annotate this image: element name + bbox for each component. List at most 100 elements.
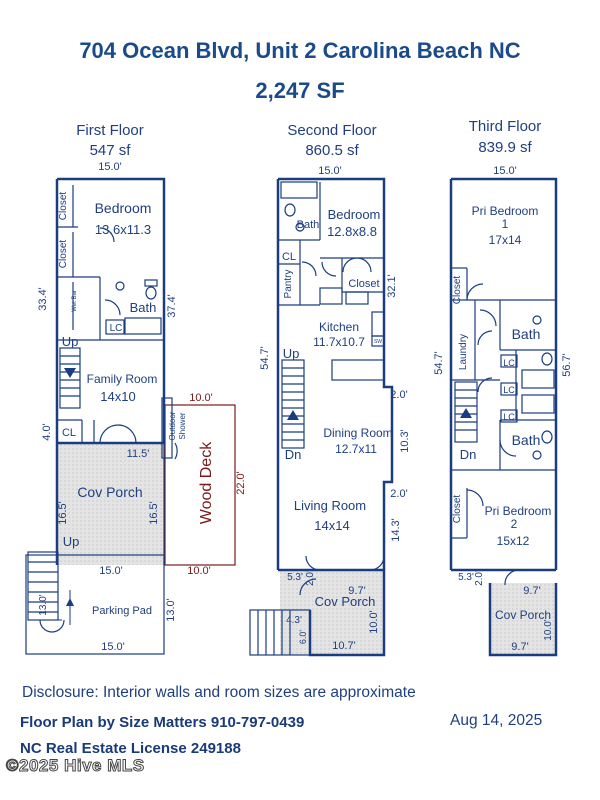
license-text: NC Real Estate License 249188	[20, 740, 241, 757]
third-closet-2: Closet	[452, 495, 463, 524]
second-cl: CL	[282, 251, 296, 263]
plan-date: Aug 14, 2025	[450, 712, 543, 729]
second-dim-2c: 2.0'	[305, 570, 316, 586]
first-dim-15b: 15.0'	[99, 565, 123, 577]
third-dim-97b: 9.7'	[511, 641, 528, 653]
pri-bedroom-2-num: 2	[511, 517, 518, 531]
third-top-width: 15.0'	[493, 165, 517, 177]
third-lc-3: LC	[503, 412, 515, 422]
third-lc-1: LC	[503, 358, 515, 368]
deck-dim-right: 22.0'	[235, 471, 247, 495]
kitchen-dim: 11.7x10.7	[313, 335, 365, 349]
first-dim-115: 11.5'	[127, 448, 150, 460]
second-dim-97: 9.7'	[348, 585, 365, 597]
second-dim-547: 54.7'	[259, 346, 271, 370]
first-wet-bar: Wet Bar	[72, 290, 78, 312]
second-floor-plan: 15.0' Bath Bedroom 12.8x8.8 CL Pantry Cl…	[249, 165, 411, 657]
second-bedroom-dim: 12.8x8.8	[327, 224, 377, 239]
deck-dim-bottom: 10.0'	[187, 565, 211, 577]
total-area: 2,247 SF	[255, 78, 345, 103]
third-dim-100: 10.0'	[543, 619, 554, 640]
pri-bedroom-1-label: Pri Bedroom	[472, 204, 539, 218]
dining-dim: 12.7x11	[335, 442, 377, 456]
first-porch-label: Cov Porch	[77, 484, 142, 500]
first-bath-label: Bath	[130, 300, 157, 315]
first-shower: Shower	[178, 412, 187, 439]
listing-title: 704 Ocean Blvd, Unit 2 Carolina Beach NC	[79, 38, 521, 63]
second-dim-2b: 2.0'	[390, 488, 407, 500]
second-dim-53: 5.3'	[287, 572, 303, 583]
floorplan-credit: Floor Plan by Size Matters 910-797-0439	[20, 714, 305, 731]
first-family-dim: 14x10	[100, 389, 135, 404]
third-dim-547: 54.7'	[433, 351, 445, 375]
first-bedroom-dim: 13.6x11.3	[95, 222, 151, 237]
dining-label: Dining Room	[323, 426, 392, 440]
living-label: Living Room	[294, 498, 366, 513]
third-dim-567: 56.7'	[561, 353, 573, 377]
third-floor-plan: 15.0' Pri Bedroom 1 17x14 Closet Bath 54…	[433, 165, 573, 657]
pri-bedroom-2-label: Pri Bedroom	[485, 504, 552, 518]
first-dim-right: 37.4'	[166, 294, 178, 318]
disclosure-text: Disclosure: Interior walls and room size…	[22, 684, 416, 701]
second-bath: Bath	[297, 219, 320, 231]
first-bedroom-label: Bedroom	[95, 200, 152, 216]
second-porch-label: Cov Porch	[315, 594, 376, 609]
second-floor-label: Second Floor	[287, 122, 376, 139]
third-lc-2: LC	[503, 385, 515, 395]
first-dim-165a: 16.5'	[57, 501, 69, 525]
first-dim-4: 4.0'	[41, 423, 53, 440]
first-dim-left: 33.4'	[37, 287, 49, 311]
third-bath-1: Bath	[512, 326, 541, 342]
first-floor-sf: 547 sf	[90, 142, 132, 159]
second-dim-2a: 2.0'	[390, 389, 407, 401]
second-dim-321: 32.1'	[386, 274, 398, 298]
first-bottom-width: 15.0'	[101, 641, 125, 653]
second-sw: SW	[374, 339, 382, 345]
copyright-watermark: ©2025 Hive MLS	[6, 756, 145, 776]
kitchen-label: Kitchen	[319, 320, 359, 334]
second-dim-143: 14.3'	[390, 518, 402, 542]
second-bedroom-label: Bedroom	[328, 207, 381, 222]
first-up-2: Up	[63, 534, 80, 549]
third-porch-label: Cov Porch	[495, 608, 551, 622]
first-outdoor: Outdoor	[168, 411, 177, 440]
second-dim-100: 10.0'	[368, 610, 380, 634]
parking-pad-label: Parking Pad	[92, 605, 152, 617]
third-closet-1: Closet	[452, 276, 463, 305]
living-dim: 14x14	[314, 518, 349, 533]
second-dn: Dn	[285, 447, 302, 462]
first-top-width: 15.0'	[98, 161, 122, 173]
first-closet-2: Closet	[58, 240, 69, 269]
pri-bedroom-2-dim: 15x12	[497, 534, 530, 548]
deck-dim-top: 10.0'	[189, 392, 213, 404]
first-floor-label: First Floor	[76, 122, 144, 139]
third-dim-2: 2.0'	[474, 570, 485, 586]
third-bath-2: Bath	[512, 432, 541, 448]
pri-bedroom-1-num: 1	[502, 217, 509, 231]
third-dn: Dn	[460, 447, 477, 462]
first-dim-130a: 13.0'	[38, 594, 49, 615]
first-dim-165b: 16.5'	[148, 501, 160, 525]
pri-bedroom-1-dim: 17x14	[489, 233, 522, 247]
first-cl: CL	[62, 427, 76, 439]
second-dim-60: 6.0'	[298, 630, 308, 645]
first-dim-130b: 13.0'	[165, 598, 177, 622]
second-pantry: Pantry	[283, 270, 294, 299]
second-dim-107: 10.7'	[332, 640, 356, 652]
second-closet: Closet	[348, 278, 379, 290]
third-dim-97a: 9.7'	[523, 585, 540, 597]
second-dim-103: 10.3'	[399, 429, 411, 453]
first-closet-1: Closet	[58, 192, 69, 221]
second-dim-43: 4.3'	[286, 615, 302, 626]
third-floor-sf: 839.9 sf	[478, 139, 532, 156]
first-floor-plan: 15.0' Closet Bedroom 13.6x11.3 Closet We…	[25, 161, 247, 655]
second-top-width: 15.0'	[318, 165, 342, 177]
first-family-label: Family Room	[87, 372, 158, 386]
wood-deck-label: Wood Deck	[198, 441, 215, 524]
second-floor-sf: 860.5 sf	[305, 142, 359, 159]
third-dim-53: 5.3'	[458, 572, 474, 583]
first-up: Up	[62, 334, 79, 349]
third-floor-label: Third Floor	[469, 118, 542, 135]
first-lc: LC	[110, 323, 123, 334]
